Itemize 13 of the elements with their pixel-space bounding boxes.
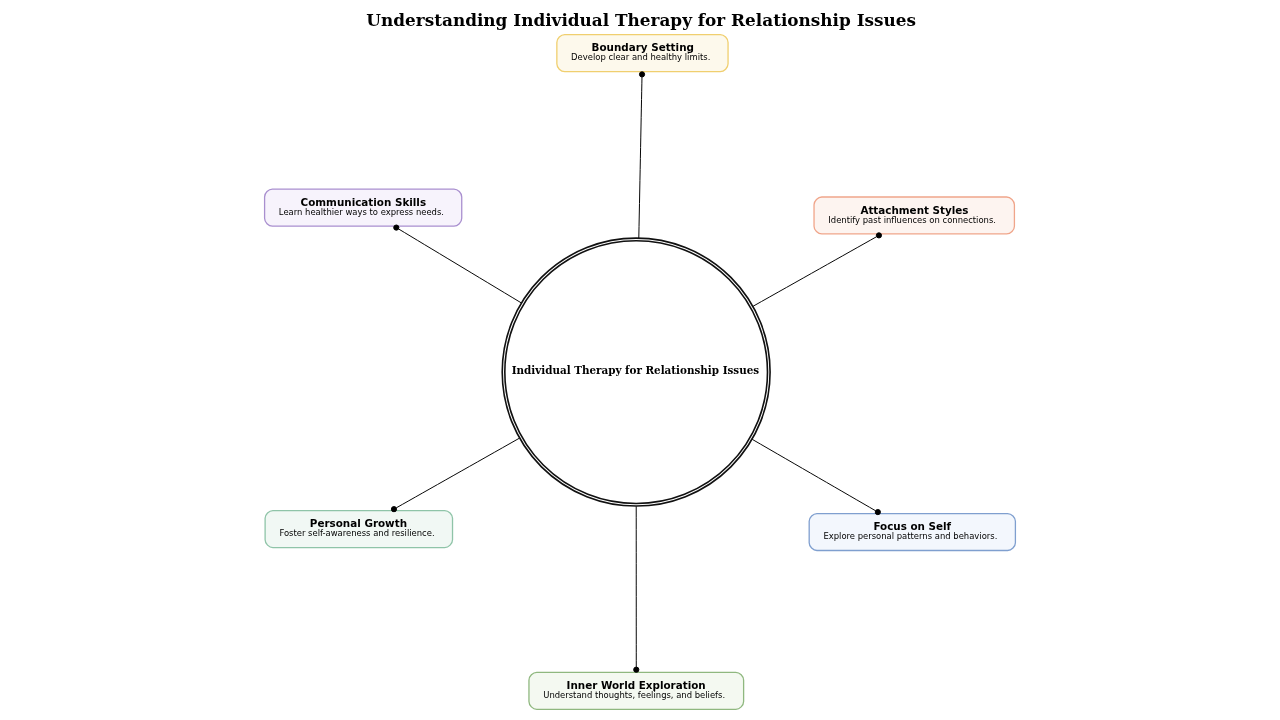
node-box: Attachment Styles Identify past influences on connections. <box>813 196 1016 235</box>
node-box: Boundary Setting Develop clear and healthy limits. <box>556 34 729 73</box>
connector <box>633 505 640 673</box>
connector <box>751 438 881 516</box>
node-box: Inner World Exploration Understand thoughts, feelings, and beliefs. <box>528 671 745 710</box>
connector <box>752 232 882 307</box>
connector <box>390 437 520 513</box>
connector <box>638 71 646 239</box>
node-box: Focus on Self Explore personal patterns and behaviors. <box>808 512 1017 552</box>
node-box: Personal Growth Foster self-awareness and resilience. <box>264 509 454 549</box>
connector <box>393 224 522 304</box>
node-box: Communication Skills Learn healthier ways to express needs. <box>263 188 463 227</box>
diagram-title: Understanding Individual Therapy for Relationship Issues <box>366 10 916 31</box>
